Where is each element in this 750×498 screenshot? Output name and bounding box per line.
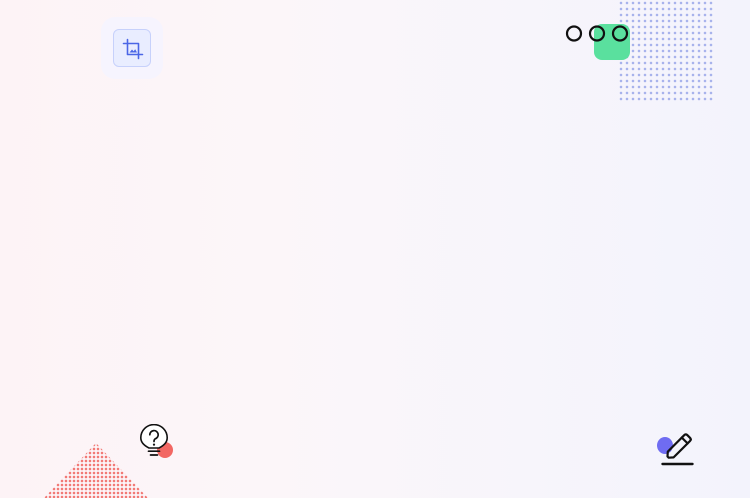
dot-triangle-decoration [44,443,148,498]
more-options-button[interactable] [564,24,632,44]
more-options-accent [594,24,630,60]
edit-button[interactable] [659,429,697,467]
help-tip-button[interactable] [138,423,170,458]
lightbulb-question-icon [140,423,168,456]
crop-image-button[interactable] [113,29,151,67]
pencil-edit-icon [661,433,694,466]
crop-image-icon [122,38,144,60]
dot-grid-decoration [618,0,714,102]
more-horizontal-icon [565,25,629,42]
